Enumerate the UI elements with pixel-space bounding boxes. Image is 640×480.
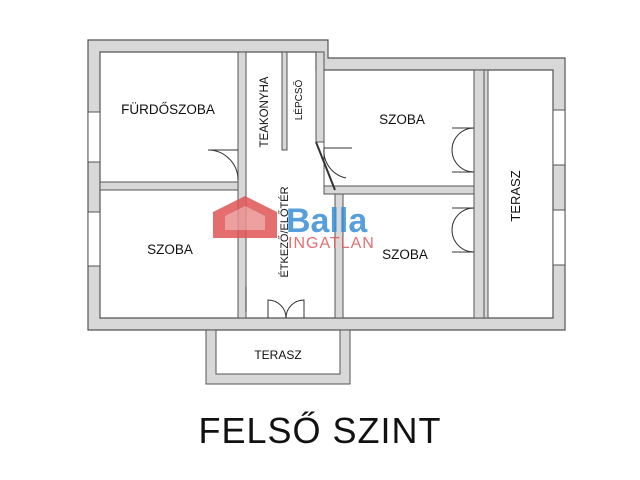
floor-caption: FELSŐ SZINT [198,410,442,451]
window-marks [87,109,566,267]
room-label-etkezo-eloter: ÉTKEZŐ/ELŐTÉR [277,186,291,277]
room-label-szoba-top-right: SZOBA [379,112,425,127]
watermark-brand: Balla [286,202,368,240]
room-label-terasz-bottom: TERASZ [254,348,301,362]
watermark-sub: INGATLAN [288,235,375,252]
room-label-lepcso: LÉPCSŐ [291,79,305,120]
bottom-terrace [205,329,351,385]
watermark-logo: Balla INGATLAN [213,196,375,252]
interior-walls [99,51,489,319]
room-label-teakonyha: TEAKONYHA [259,76,271,147]
room-label-szoba-left: SZOBA [147,242,193,257]
room-label-terasz-right: TERASZ [508,170,523,221]
door-swings [207,127,475,319]
room-outlines [99,51,554,319]
room-label-szoba-mid-right: SZOBA [382,247,428,262]
watermark-roof-icon [213,196,277,238]
room-label-furdoszoba: FÜRDŐSZOBA [121,102,215,117]
